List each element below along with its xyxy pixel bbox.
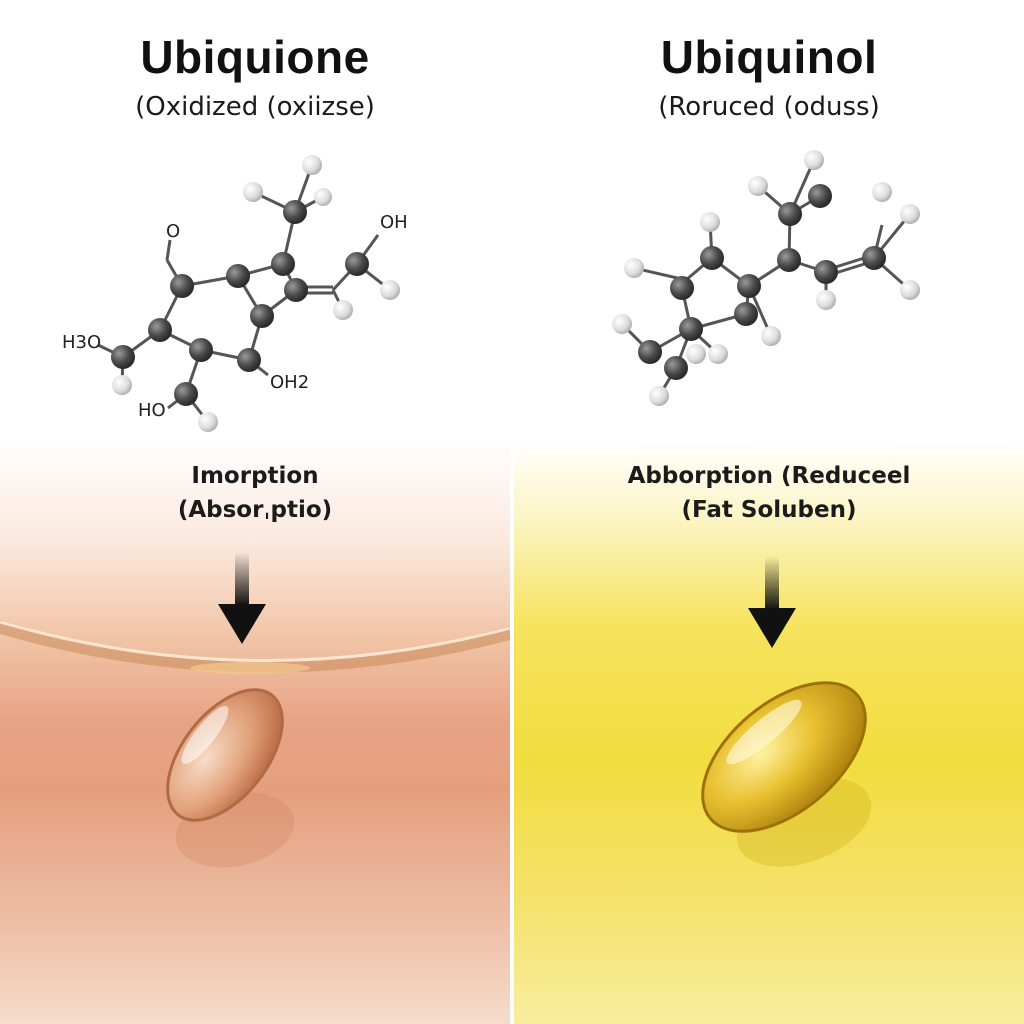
- panel-divider: [510, 0, 514, 1024]
- label-oh: OH: [380, 212, 408, 233]
- ubiquinone-title: Ubiquione: [140, 31, 370, 83]
- ubiquinone-molecule: O OH H3O OH2 HO: [62, 155, 408, 432]
- label-o: O: [166, 221, 180, 242]
- ubiquinone-absorption-heading: Imorption: [191, 463, 319, 489]
- ubiquinone-subtitle: (Oxidized (oxiizse): [135, 92, 375, 122]
- arrow-down-icon: [748, 556, 796, 648]
- arrow-down-icon: [218, 552, 266, 644]
- label-oh2: OH2: [270, 372, 309, 393]
- ubiquinol-title: Ubiquinol: [660, 31, 878, 83]
- ubiquinol-subtitle: (Roruced (oduss): [658, 92, 880, 122]
- ubiquinol-molecule: [612, 150, 920, 406]
- ubiquinone-panel: Ubiquione (Oxidized (oxiizse): [0, 0, 510, 1024]
- ubiquinol-absorption-subheading: (Fat Soluben): [681, 497, 857, 523]
- liquid-surface: [0, 620, 510, 674]
- softgel-capsule-icon: [701, 681, 872, 867]
- ubiquinone-absorption-area: Imorption (Absorˌptio): [0, 440, 510, 1024]
- ubiquinol-absorption-heading: Abborption (Reduceel: [627, 463, 911, 489]
- label-ho: HO: [138, 400, 166, 421]
- ubiquinol-panel: Ubiquinol (Roruced (oduss): [514, 0, 1024, 1024]
- ubiquinol-absorption-area: Abborption (Reduceel (Fat Soluben): [514, 440, 1024, 1024]
- label-h3o: H3O: [62, 332, 101, 353]
- ubiquinone-absorption-subheading: (Absorˌptio): [177, 497, 333, 523]
- softgel-capsule-icon: [166, 688, 295, 868]
